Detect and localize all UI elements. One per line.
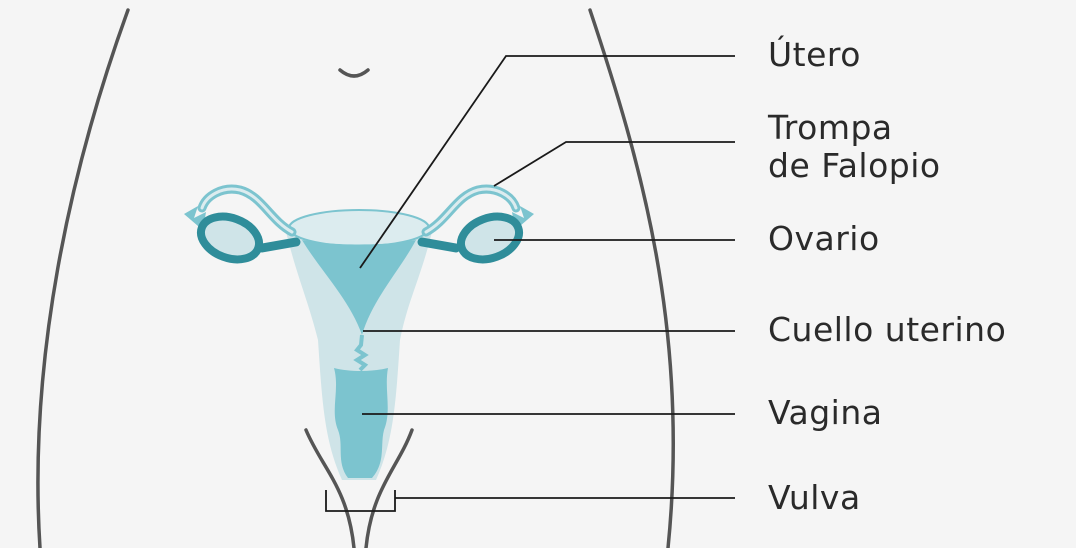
left-ovarian-ligament [262,242,296,248]
label-trompa-line2: de Falopio [768,146,941,186]
label-cuello-uterino: Cuello uterino [768,310,1006,350]
vagina-shape [334,368,388,478]
label-trompa-line1: Trompa [768,108,893,148]
vulva-bracket [326,490,395,511]
left-ovary [195,209,265,267]
right-ovarian-ligament [422,242,456,248]
label-ovario: Ovario [768,219,880,259]
right-ovary [455,209,525,267]
label-vulva: Vulva [768,478,861,518]
reproductive-organs [184,189,534,480]
left-hip-line [38,10,128,548]
navel [340,70,368,76]
right-hip-line [590,10,673,548]
label-utero: Útero [768,35,861,75]
uterus-fundus [289,210,429,246]
label-vagina: Vagina [768,393,883,433]
leader-trompa [494,142,735,186]
